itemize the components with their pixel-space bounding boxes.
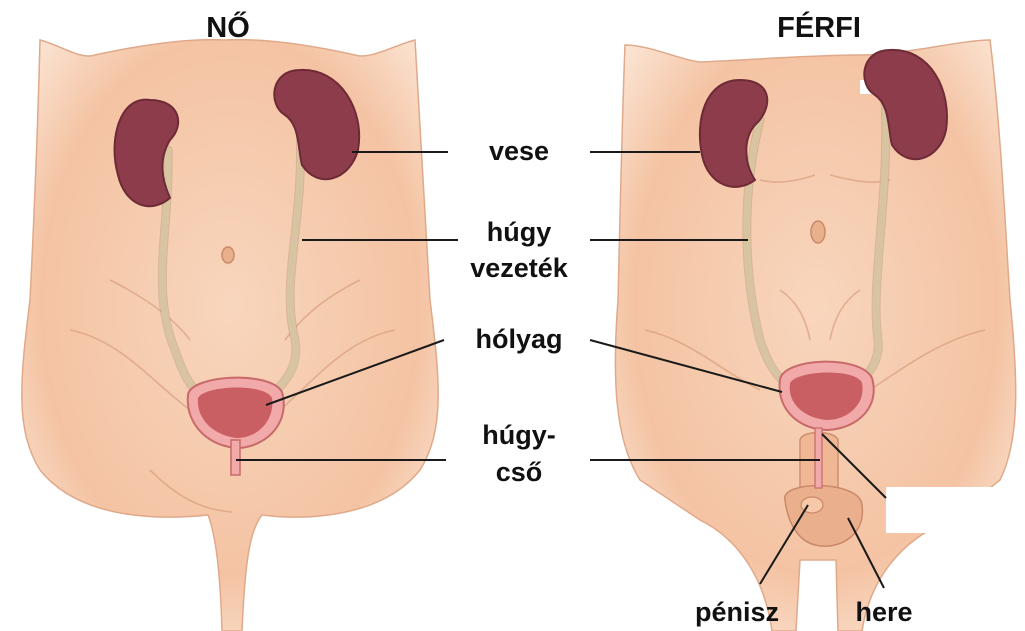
female-navel [222,247,234,263]
label-urethra-line1: húgy- [482,420,556,450]
male-navel [811,221,825,243]
label-bladder: hólyag [475,324,562,354]
label-urethra-line2: cső [496,457,543,487]
female-figure [22,40,438,631]
male-urethra [815,428,822,488]
label-kidney: vese [489,136,549,166]
label-ureter-line1: húgy [487,217,552,247]
female-heading: NŐ [206,10,250,44]
male-heading: FÉRFI [777,10,861,44]
label-penis: pénisz [695,597,779,627]
blank-label-box [886,487,996,533]
male-figure [615,40,1015,631]
female-urethra [231,440,240,475]
label-ureter-line2: vezeték [470,253,569,283]
label-testis: here [855,597,912,627]
